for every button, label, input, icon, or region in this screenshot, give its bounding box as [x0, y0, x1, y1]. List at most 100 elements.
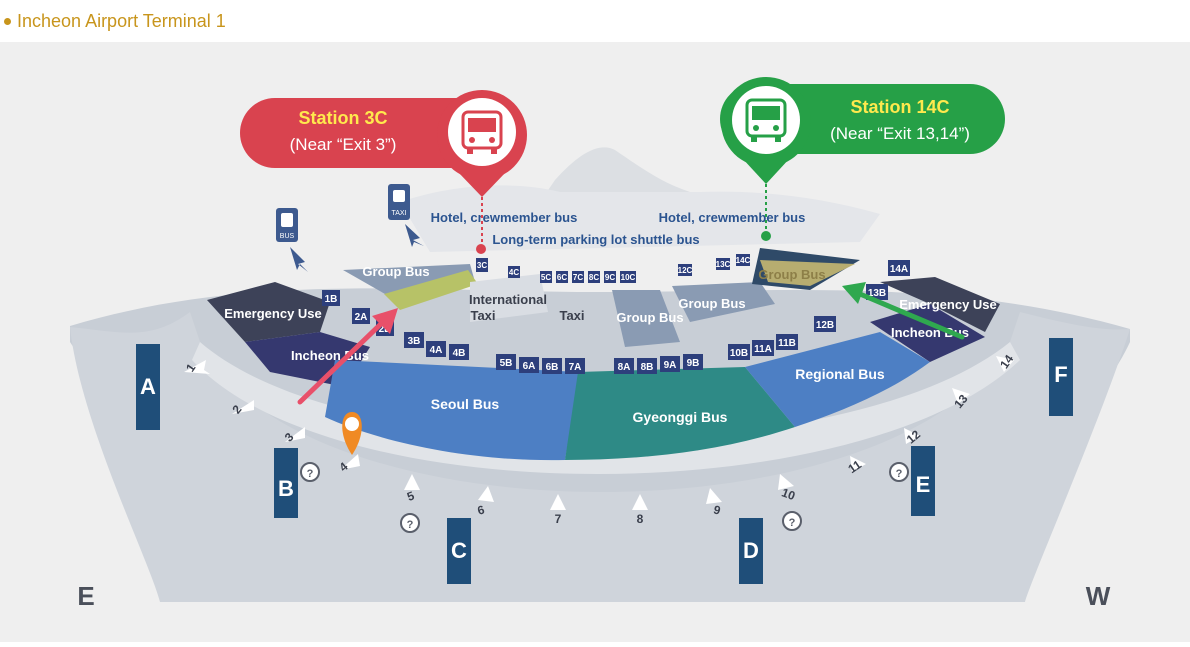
zone-intl-taxi-label: Taxi	[470, 308, 495, 323]
stop-12c-label: 12C	[678, 266, 693, 275]
route-arrow-right	[842, 282, 965, 340]
exit-10: 10	[778, 474, 797, 503]
stop-13c	[716, 258, 730, 270]
stop-9b-label: 9B	[687, 358, 700, 369]
exit-8-label: 8	[637, 512, 644, 526]
info-icon: ?	[782, 511, 802, 531]
stop-6c	[556, 271, 568, 283]
zone-emergency-right-label: Emergency Use	[899, 297, 997, 312]
zone-international-label: International	[469, 292, 547, 307]
stop-8b-label: 8B	[641, 362, 654, 373]
zone-emergency-left	[207, 282, 330, 342]
stop-2b-label: 2B	[379, 324, 392, 335]
stop-14c	[736, 254, 750, 266]
zone-group-bus-left-label: Group Bus	[362, 264, 429, 279]
stop-11a-label: 11A	[754, 344, 772, 355]
stop-12b-label: 12B	[816, 320, 834, 331]
terminal-map: Emergency Use Incheon Bus Seoul Bus Gyeo…	[0, 42, 1190, 642]
terminal-hall	[70, 312, 1130, 602]
gate-f	[1049, 338, 1073, 416]
stop-7c-label: 7C	[573, 273, 583, 282]
stop-4c	[508, 266, 520, 278]
stop-1b	[322, 290, 340, 306]
stop-1b-label: 1B	[325, 294, 338, 305]
gate-e-label: E	[916, 472, 931, 497]
stop-13b-label: 13B	[868, 288, 886, 299]
shuttle-bus-label: Long-term parking lot shuttle bus	[492, 232, 699, 247]
stop-4b	[449, 344, 469, 360]
stop-6b	[542, 358, 562, 374]
info-icon: ?	[300, 462, 320, 482]
exit-9-label: 9	[712, 503, 722, 518]
zone-international-taxi	[470, 274, 548, 322]
stop-14a-label: 14A	[890, 264, 908, 275]
stop-12c	[678, 264, 692, 276]
stop-4b-label: 4B	[453, 348, 466, 359]
gate-a	[136, 344, 160, 430]
stop-9b	[683, 354, 703, 370]
zone-group-bus-mid1	[612, 290, 680, 347]
zone-emergency-right	[880, 277, 1000, 332]
terminal-roof	[400, 185, 880, 252]
stop-9a-label: 9A	[664, 360, 677, 371]
info-icon: ?	[400, 513, 420, 533]
stop-7c	[572, 271, 584, 283]
zone-group-bus-mid2-label: Group Bus	[678, 296, 745, 311]
stop-8b	[637, 358, 657, 374]
stop-10b	[728, 344, 750, 360]
zone-seoul-bus	[325, 360, 580, 461]
stop-4a	[426, 341, 446, 357]
stop-11b-label: 11B	[778, 338, 796, 349]
gate-d-label: D	[743, 538, 759, 563]
gate-f-label: F	[1054, 362, 1067, 387]
stop-3b-label: 3B	[408, 336, 421, 347]
stop-10b-label: 10B	[730, 348, 748, 359]
exit-7: 7	[550, 494, 566, 526]
svg-text:?: ?	[789, 517, 796, 529]
stop-10c	[620, 271, 636, 283]
stop-13c-label: 13C	[716, 260, 731, 269]
stop-4a-label: 4A	[430, 345, 443, 356]
stop-2a	[352, 308, 370, 324]
stop-7a-label: 7A	[569, 362, 582, 373]
stop-4c-label: 4C	[509, 268, 519, 277]
stop-5b-label: 5B	[500, 358, 513, 369]
exit-5: 5	[404, 474, 420, 504]
station-14c-callout: Station 14C (Near “Exit 13,14”)	[720, 77, 1005, 184]
svg-text:?: ?	[307, 468, 314, 480]
stop-3b	[404, 332, 424, 348]
station-14c-subtitle: (Near “Exit 13,14”)	[830, 124, 970, 143]
stop-6b-label: 6B	[546, 362, 559, 373]
station-3c-title: Station 3C	[298, 108, 387, 128]
stop-9c	[604, 271, 616, 283]
page-heading: Incheon Airport Terminal 1	[4, 9, 226, 33]
bus-icon	[461, 110, 503, 154]
station-14c-title: Station 14C	[850, 97, 949, 117]
station-3c-marker	[476, 244, 486, 254]
exit-6: 6	[476, 486, 494, 518]
svg-text:?: ?	[407, 519, 414, 531]
hotel-bus-label-left: Hotel, crewmember bus	[431, 210, 578, 225]
page-title: Incheon Airport Terminal 1	[17, 10, 226, 31]
zone-regional-bus-label: Regional Bus	[795, 366, 885, 382]
stop-5c-label: 5C	[541, 273, 551, 282]
terminal-silhouette	[540, 147, 700, 202]
station-14c-marker	[761, 231, 771, 241]
stop-13b	[866, 284, 888, 300]
gate-d	[739, 518, 763, 584]
svg-text:?: ?	[896, 468, 903, 480]
station-14c-area	[760, 260, 855, 286]
exit-5-label: 5	[405, 488, 416, 504]
gate-b-label: B	[278, 476, 294, 501]
zone-regional-bus	[745, 332, 930, 427]
stop-2a-label: 2A	[355, 312, 368, 323]
stop-11a	[752, 340, 774, 356]
stop-9c-label: 9C	[605, 273, 615, 282]
zone-group-bus-right-label: Group Bus	[758, 267, 825, 282]
stop-8a-label: 8A	[618, 362, 631, 373]
bus-sign-icon: BUS	[276, 208, 308, 272]
zone-incheon-right	[870, 304, 985, 362]
zone-incheon-left-label: Incheon Bus	[291, 348, 369, 363]
exit-6-label: 6	[476, 502, 486, 517]
stop-5b	[496, 354, 516, 370]
